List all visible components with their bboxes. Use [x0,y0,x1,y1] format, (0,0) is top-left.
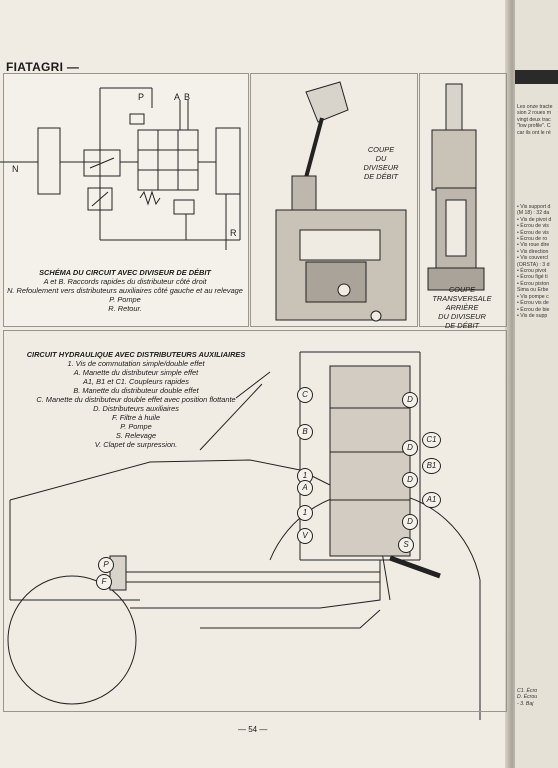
schematic-label-p: P [138,92,145,102]
schematic-caption-line: P. Pompe [109,295,141,304]
transverse-section-caption: COUPE TRANSVERSALE ARRIÈRE DU DIVISEUR D… [432,285,492,330]
flow-divider-section-caption: COUPE DU DIVISEUR DE DÉBIT [363,145,399,181]
callout-b: B [297,424,313,440]
callout-d2: D [402,440,418,456]
schematic-label-n: N [12,164,19,174]
callout-s: S [398,537,414,553]
callout-d4: D [402,514,418,530]
callout-c: C [297,387,313,403]
schematic-caption: SCHÉMA DU CIRCUIT AVEC DIVISEUR DE DÉBIT… [6,268,244,313]
schematic-caption-title: SCHÉMA DU CIRCUIT AVEC DIVISEUR DE DÉBIT [39,268,211,277]
hydraulic-circuit-caption: CIRCUIT HYDRAULIQUE AVEC DISTRIBUTEURS A… [22,350,250,449]
panel-hydraulic-circuit [3,330,507,712]
schematic-label-r: R [230,228,237,238]
facing-page-torque-list: • Vis support d (M 18) : 32 da • Vis de … [517,204,552,319]
schematic-label-b: B [184,92,191,102]
facing-page-header-bar [515,70,558,84]
callout-v: V [297,528,313,544]
schematic-caption-line: R. Retour. [108,304,142,313]
schematic-label-a: A [174,92,181,102]
panel-transverse-section [419,73,507,327]
hydraulic-circuit-caption-title: CIRCUIT HYDRAULIQUE AVEC DISTRIBUTEURS A… [26,350,246,359]
panel-circuit-schematic [3,73,249,327]
callout-a: A [297,480,313,496]
callout-f: F [96,574,112,590]
callout-a1: A1 [422,492,441,508]
facing-page-bottom-caption: C1. Écro D. Écrou - 3. Baj [517,688,538,707]
panel-flow-divider-section [250,73,418,327]
schematic-caption-line: N. Refoulement vers distributeurs auxili… [7,286,243,295]
page-header: FIATAGRI — [6,60,80,74]
facing-page-intro: Les onze tracte sion 2 roues m vingt deu… [517,104,553,136]
callout-d1: D [402,392,418,408]
callout-1b: 1 [297,505,313,521]
schematic-caption-line: A et B. Raccords rapides du distributeur… [43,277,207,286]
page-number: — 54 — [238,725,268,734]
facing-page: Les onze tracte sion 2 roues m vingt deu… [515,0,558,768]
callout-d3: D [402,472,418,488]
callout-c1: C1 [422,432,441,448]
callout-b1: B1 [422,458,441,474]
callout-p: P [98,557,114,573]
